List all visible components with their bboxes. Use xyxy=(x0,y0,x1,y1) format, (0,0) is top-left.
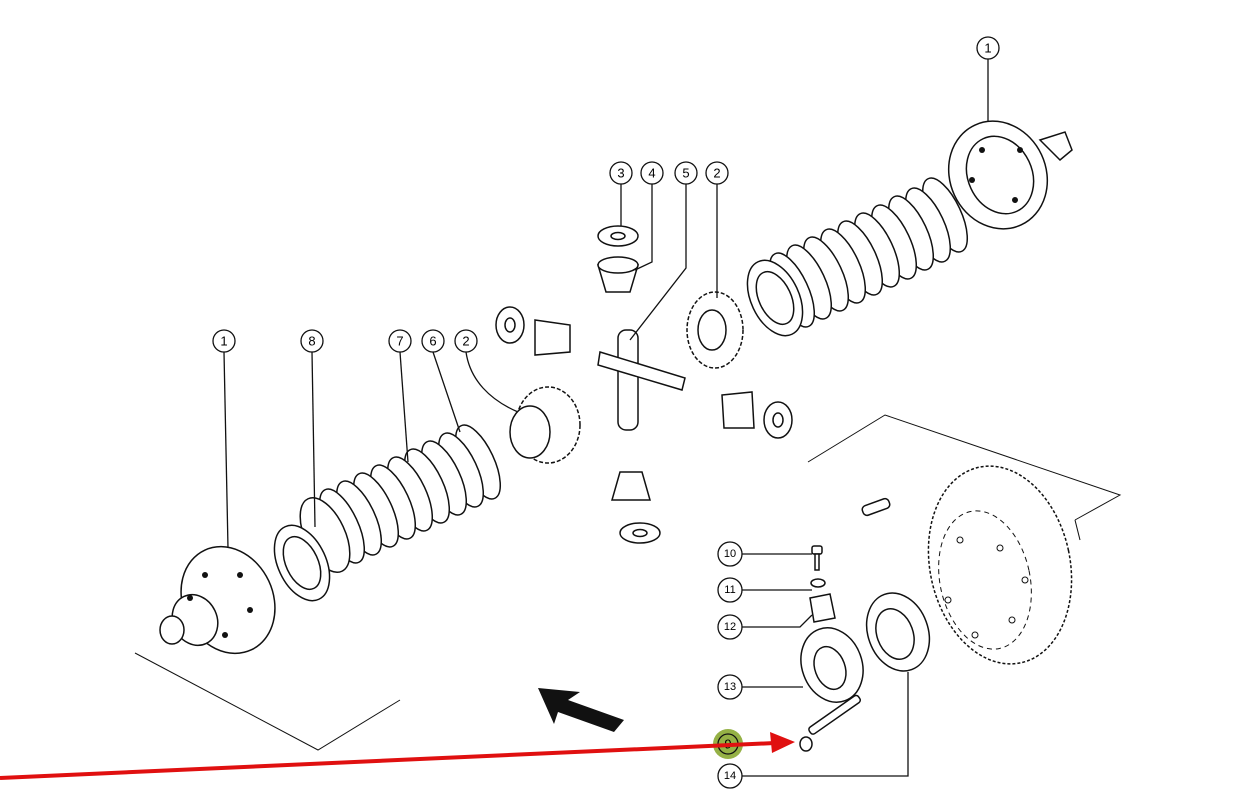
lock-washer xyxy=(810,578,826,588)
callout-label: 1 xyxy=(984,41,991,56)
toothed-hub xyxy=(800,627,864,703)
red-pointer-arrow-icon xyxy=(0,732,795,780)
callout-label: 11 xyxy=(724,584,735,596)
differential-housing-left xyxy=(159,545,276,655)
pinion-gear-right xyxy=(721,391,755,429)
callout-label: 6 xyxy=(429,334,436,349)
pinion-gear-left xyxy=(534,319,571,356)
right-assembly-frame xyxy=(807,414,1122,541)
callout-8: 8 xyxy=(300,329,324,353)
callout-6: 6 xyxy=(421,329,445,353)
callout-4: 4 xyxy=(640,161,664,185)
thrust-washer-right xyxy=(763,401,793,439)
callout-1-top: 1 xyxy=(976,36,1000,60)
callout-label: 13 xyxy=(724,681,736,693)
left-assembly-frame xyxy=(134,652,401,751)
callout-label: 5 xyxy=(682,166,689,181)
pinion-gear-top xyxy=(596,256,640,293)
callout-10: 10 xyxy=(717,541,743,567)
callout-label: 2 xyxy=(713,166,720,181)
clutch-disc-stack-right xyxy=(746,177,969,337)
callout-7: 7 xyxy=(388,329,412,353)
callout-label: 8 xyxy=(308,334,315,349)
locking-clip xyxy=(809,593,836,623)
leader-lines xyxy=(223,59,989,777)
bearing xyxy=(865,592,931,672)
callout-13: 13 xyxy=(717,674,743,700)
small-bolt xyxy=(811,545,823,571)
callout-3: 3 xyxy=(609,161,633,185)
ring-gear xyxy=(927,465,1073,665)
callout-12: 12 xyxy=(717,614,743,640)
ring-gear-dowel xyxy=(861,497,891,517)
thrust-washer-left xyxy=(495,306,525,344)
clutch-disc-stack-left xyxy=(273,424,502,602)
callout-label: 12 xyxy=(724,621,736,633)
callout-label: 3 xyxy=(617,166,624,181)
differential-housing-right xyxy=(947,120,1073,230)
callout-1-left: 1 xyxy=(212,329,236,353)
side-gear-left xyxy=(509,386,581,464)
callout-11: 11 xyxy=(717,577,743,603)
callout-label: 4 xyxy=(648,166,655,181)
callout-2-top: 2 xyxy=(705,161,729,185)
callout-label: 10 xyxy=(724,548,736,560)
thrust-washer-bottom xyxy=(619,522,661,544)
callout-label: 14 xyxy=(724,770,736,782)
cross-shaft xyxy=(597,329,686,431)
callout-2-left: 2 xyxy=(454,329,478,353)
side-gear-right xyxy=(686,291,744,369)
callout-label: 7 xyxy=(396,334,403,349)
long-bolt xyxy=(799,694,862,752)
callout-5: 5 xyxy=(674,161,698,185)
thrust-washer-top xyxy=(597,225,639,247)
callout-label: 1 xyxy=(220,334,227,349)
direction-arrow-icon xyxy=(538,688,624,732)
callout-label: 2 xyxy=(462,334,469,349)
pinion-gear-bottom xyxy=(611,471,651,501)
callout-14: 14 xyxy=(717,763,743,789)
